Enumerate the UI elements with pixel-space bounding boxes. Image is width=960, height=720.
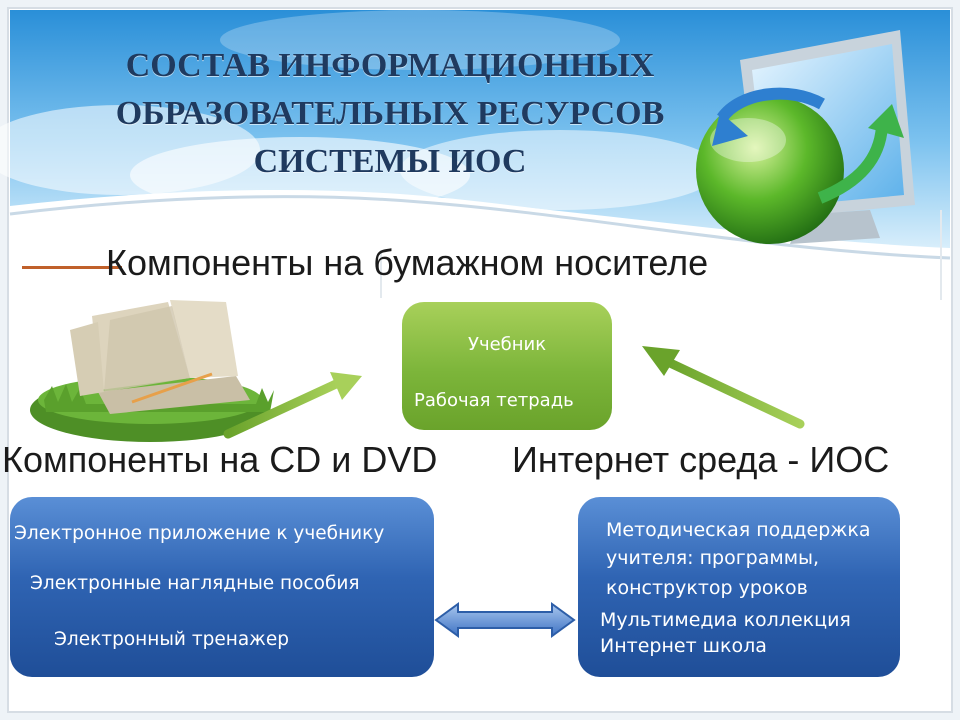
list-item: Электронные наглядные пособия (30, 573, 360, 594)
list-item: Рабочая тетрадь (414, 390, 574, 411)
double-arrow-icon (434, 602, 576, 638)
title-line: ОБРАЗОВАТЕЛЬНЫХ РЕСУРСОВ (115, 95, 665, 132)
globe-monitor-icon (696, 30, 915, 244)
list-item: Интернет школа (600, 635, 767, 657)
list-item: Электронный тренажер (54, 629, 289, 650)
list-item: конструктор уроков (606, 577, 808, 599)
cd-dvd-components-box: Электронное приложение к учебнику Электр… (10, 497, 434, 677)
paper-components-box: Учебник Рабочая тетрадь (402, 302, 612, 430)
title-line: СОСТАВ ИНФОРМАЦИОННЫХ (125, 47, 655, 84)
list-item: Учебник (468, 334, 547, 355)
cd-dvd-components-heading: Компоненты на CD и DVD (2, 439, 438, 480)
paper-components-heading: Компоненты на бумажном носителе (106, 242, 709, 283)
list-item: Методическая поддержка (606, 519, 871, 541)
list-item: Мультимедиа коллекция (600, 609, 851, 631)
green-arrow-icon (642, 346, 805, 429)
internet-resources-box: Методическая поддержка учителя: программ… (578, 497, 900, 677)
internet-environment-heading: Интернет среда - ИОС (512, 439, 890, 480)
title-line: СИСТЕМЫ ИОС (253, 143, 527, 180)
list-item: учителя: программы, (606, 547, 820, 569)
book-on-grass-image (22, 276, 282, 444)
list-item: Электронное приложение к учебнику (14, 523, 385, 544)
slide-title: СОСТАВ ИНФОРМАЦИОННЫХ ОБРАЗОВАТЕЛЬНЫХ РЕ… (40, 42, 740, 186)
green-arrow-icon (223, 372, 362, 439)
